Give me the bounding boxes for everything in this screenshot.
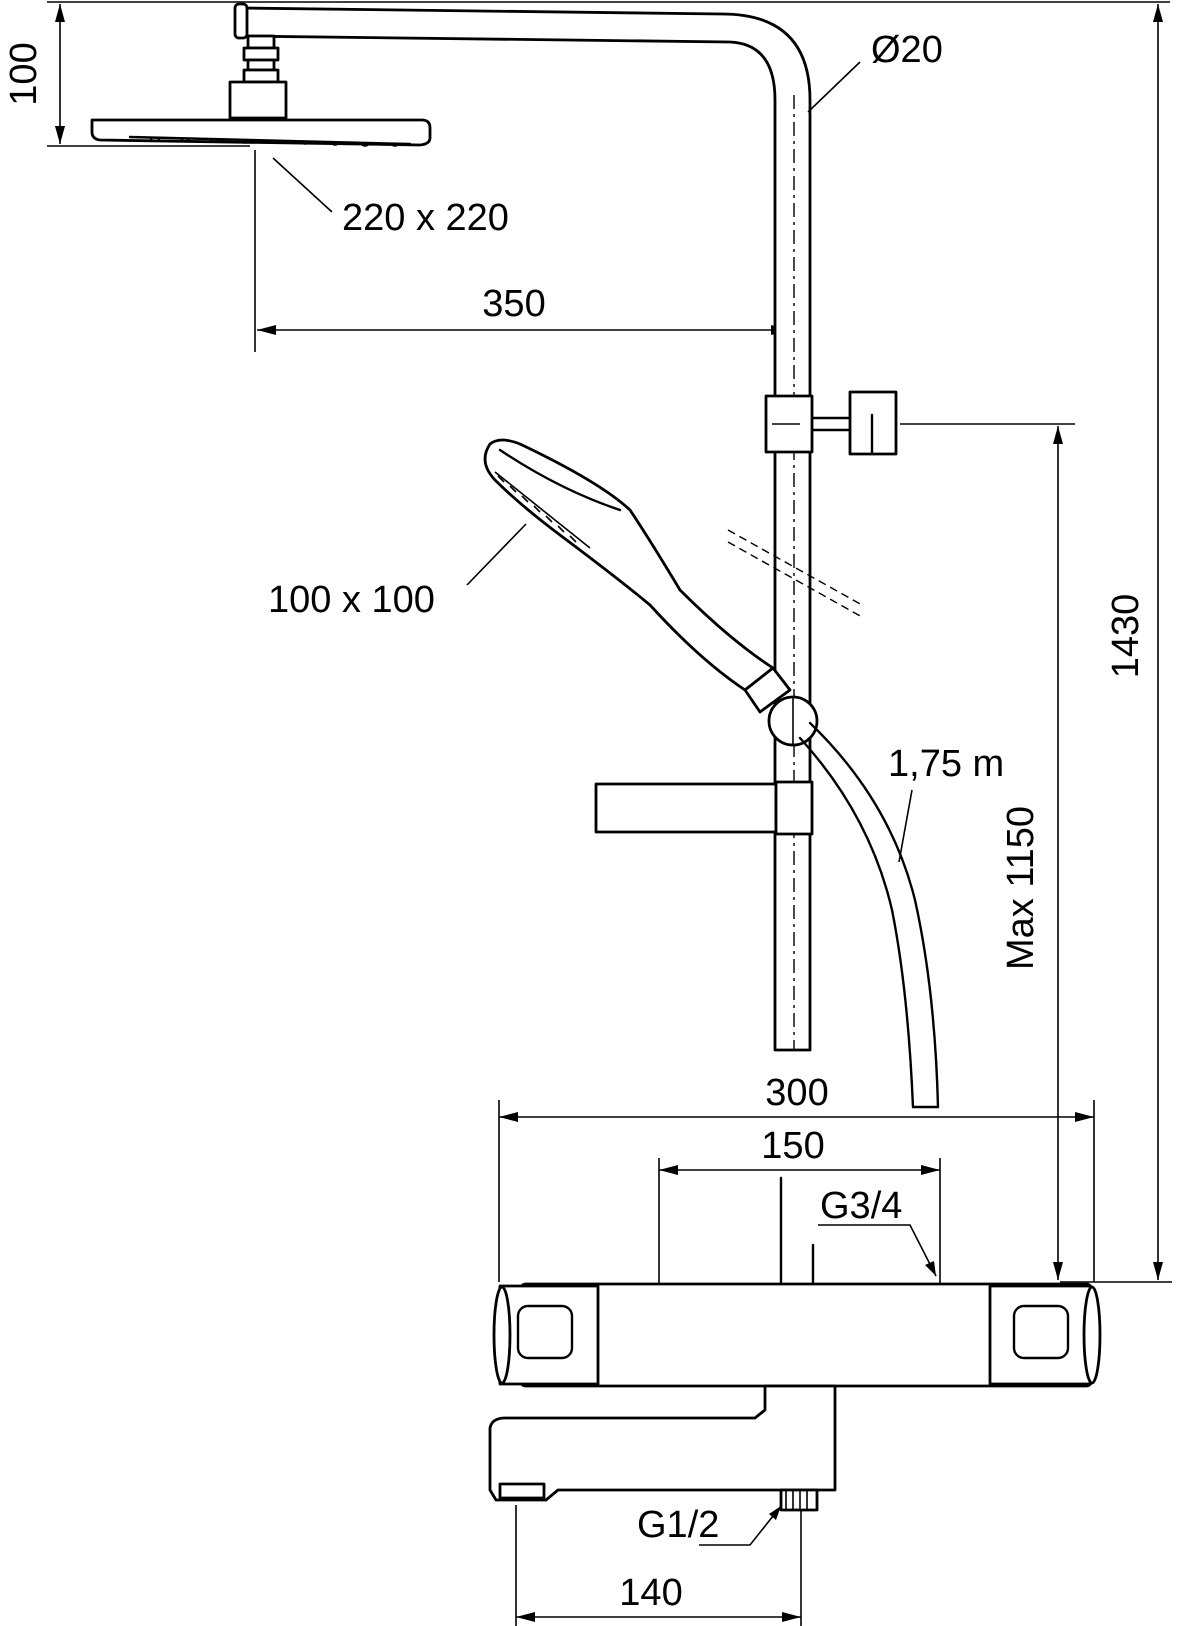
dim-mixer-width-line: [499, 1112, 1094, 1122]
dim-inlet-thread-label: G3/4: [820, 1185, 902, 1227]
dim-inlet-spacing-label: 150: [761, 1125, 824, 1167]
dim-hand-shower-size-label: 100 x 100: [268, 579, 435, 621]
thermostatic-mixer: [492, 1176, 1102, 1388]
upper-wall-bracket: [764, 390, 898, 456]
dim-spout-length-label: 140: [619, 1572, 682, 1614]
shower-hose: [798, 721, 940, 1109]
dim-total-height-line: [1153, 4, 1163, 1280]
dim-arm-length-label: 350: [482, 283, 545, 325]
dim-hose-length-label: 1,75 m: [888, 743, 1004, 785]
dim-spout-length-line: [516, 1612, 801, 1622]
shower-arm: [233, 2, 812, 1052]
dim-head-height-label: 100: [3, 42, 45, 105]
pipe-diameter-leader: [807, 61, 861, 113]
dim-pipe-diameter-label: Ø20: [871, 29, 943, 71]
overhead-shower-head: [90, 34, 432, 147]
hose-length-leader: [898, 789, 913, 863]
dim-max-slider-line: [1053, 426, 1063, 1280]
dim-arm-length-line: [257, 325, 790, 335]
bath-spout: [488, 1384, 837, 1512]
soap-dish: [594, 780, 814, 836]
head-size-leader: [272, 157, 333, 213]
inlet-thread-leader: [818, 1224, 937, 1277]
dim-spout-thread-label: G1/2: [637, 1504, 719, 1546]
dim-mixer-width-label: 300: [765, 1072, 828, 1114]
dim-head-size-label: 220 x 220: [342, 197, 509, 239]
dim-inlet-spacing-line: [659, 1165, 940, 1175]
hand-shower: [483, 438, 819, 747]
dim-total-height-label: 1430: [1105, 594, 1147, 679]
dim-max-slider-label: Max 1150: [1000, 806, 1042, 970]
spout-thread-leader: [699, 1505, 782, 1546]
hand-shower-leader: [466, 523, 527, 586]
dim-head-height-line: [55, 4, 65, 144]
